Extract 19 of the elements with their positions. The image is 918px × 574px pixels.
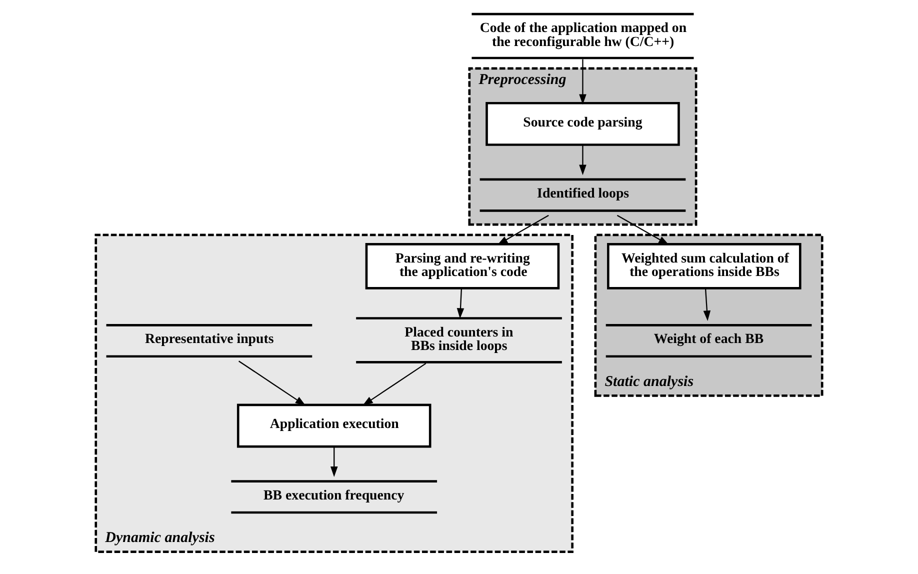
arrow: [362, 362, 426, 406]
arrow: [330, 446, 338, 477]
arrow: [579, 59, 586, 105]
arrow: [616, 214, 669, 245]
node-text: Placed counters in BBs inside loops: [404, 325, 514, 354]
arrow: [238, 360, 306, 406]
node-box: Parsing and re-writing the application's code: [365, 243, 560, 290]
node-text: Identified loops: [537, 186, 630, 202]
node-text: Weight of each BB: [654, 332, 764, 348]
arrow: [703, 288, 711, 322]
node-box: Application execution: [236, 404, 432, 448]
node-text: Representative inputs: [145, 332, 274, 348]
node-text: BB execution frequency: [264, 488, 404, 504]
arrow: [579, 144, 586, 176]
node-text: Code of the application mapped on the reconfigurable hw (C/C++): [480, 21, 687, 50]
node-box: Weighted sum calculation of the operations inside BBs: [607, 243, 802, 290]
arrow: [456, 288, 464, 319]
node-box: Source code parsing: [486, 102, 680, 146]
arrow: [497, 214, 549, 245]
